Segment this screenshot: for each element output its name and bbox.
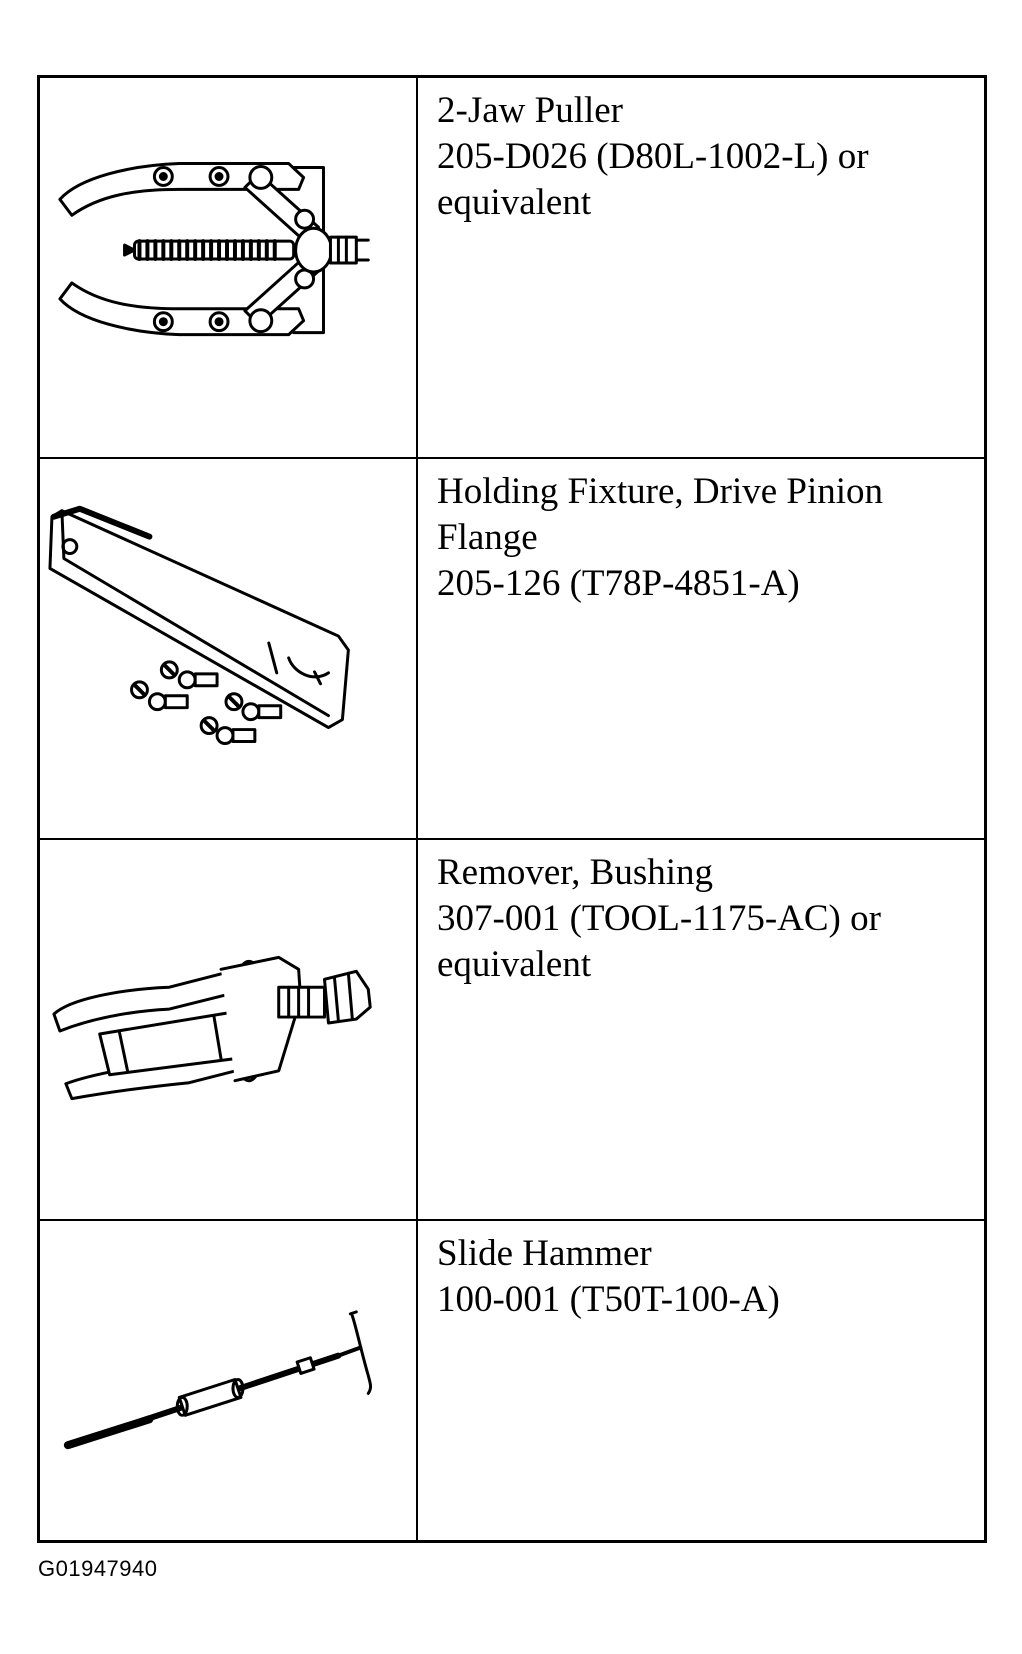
tool-part-number: 205-126 (T78P-4851-A) [437,563,800,604]
figure-id: G01947940 [38,1556,158,1581]
tool-name-continued: Flange [437,517,538,558]
tool-part-note: equivalent [437,182,592,223]
tool-description: Remover, Bushing 307-001 (TOOL-1175-AC) … [418,840,984,1219]
tool-part-number: 307-001 (TOOL-1175-AC) or [437,898,881,939]
tool-name: 2-Jaw Puller [437,90,623,131]
tool-part-number: 100-001 (T50T-100-A) [437,1279,780,1320]
tool-description: Holding Fixture, Drive Pinion Flange 205… [418,459,984,838]
tool-name: Holding Fixture, Drive Pinion [437,471,884,512]
tool-description: 2-Jaw Puller 205-D026 (D80L-1002-L) or e… [418,78,984,457]
holding-fixture-icon [40,459,418,838]
special-tools-table: 2-Jaw Puller 205-D026 (D80L-1002-L) or e… [37,75,987,1543]
tool-row-holding-fixture: Holding Fixture, Drive Pinion Flange 205… [40,459,984,840]
tool-description: Slide Hammer 100-001 (T50T-100-A) [418,1221,984,1540]
tool-row-bushing-remover: Remover, Bushing 307-001 (TOOL-1175-AC) … [40,840,984,1221]
bushing-remover-icon [40,840,418,1219]
tool-part-number: 205-D026 (D80L-1002-L) or [437,136,869,177]
slide-hammer-icon [40,1221,418,1540]
tool-name: Slide Hammer [437,1233,652,1274]
two-jaw-puller-icon [40,78,418,457]
tool-name: Remover, Bushing [437,852,714,893]
tool-row-2-jaw-puller: 2-Jaw Puller 205-D026 (D80L-1002-L) or e… [40,78,984,459]
tool-part-note: equivalent [437,944,592,985]
tool-row-slide-hammer: Slide Hammer 100-001 (T50T-100-A) [40,1221,984,1540]
